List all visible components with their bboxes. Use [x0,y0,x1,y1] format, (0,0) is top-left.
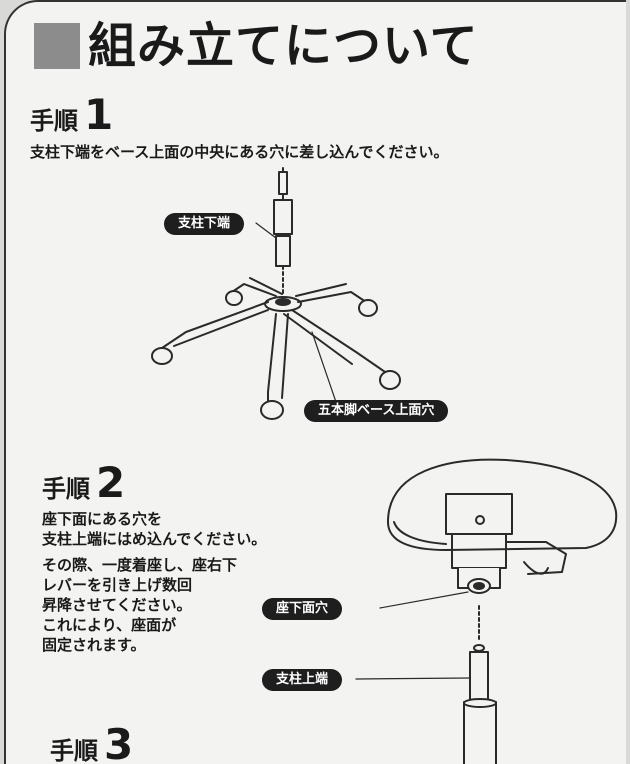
heading-row: 組み立てについて [34,22,479,70]
label-base-hole: 五本脚ベース上面穴 [304,400,449,422]
heading-square-icon [34,23,80,69]
step2-line: これにより、座面が [42,616,177,634]
step1-label: 手順 1 [30,94,113,136]
step3-number: 3 [104,720,134,764]
step3-label: 手順 3 [50,724,133,764]
step1-number: 1 [84,90,114,139]
label-post-bottom: 支柱下端 [164,213,245,235]
step2-line: 昇降させてください。 [42,596,192,614]
step3-word: 手順 [50,737,98,764]
step2-label: 手順 2 [42,462,125,504]
step2-illustration [355,458,618,764]
step2-line: 座下面にある穴を [42,510,163,528]
step2-number: 2 [96,458,126,507]
step2-line: 支柱上端にはめ込んでください。 [42,530,267,548]
assembly-illustrations [151,167,618,764]
instruction-sheet: 組み立てについて 手順 1 支柱下端をベース上面の中央にある穴に差し込んでくださ… [4,0,626,764]
step2-instructions: 座下面にある穴を 支柱上端にはめ込んでください。 その際、一度着座し、座右下 レ… [42,509,266,655]
step1-illustration [151,167,401,420]
step2-line: レバーを引き上げ数回 [42,576,193,594]
step1-instruction: 支柱下端をベース上面の中央にある穴に差し込んでください。 [30,142,449,162]
step2-word: 手順 [42,475,90,503]
step1-word: 手順 [30,107,78,135]
step2-line: 固定されます。 [42,636,146,654]
label-seat-hole: 座下面穴 [262,598,343,620]
step1-instruction-text: 支柱下端をベース上面の中央にある穴に差し込んでください。 [30,143,449,161]
page-title: 組み立てについて [88,18,479,74]
step2-line: その際、一度着座し、座右下 [42,556,238,574]
label-post-top: 支柱上端 [262,669,343,691]
